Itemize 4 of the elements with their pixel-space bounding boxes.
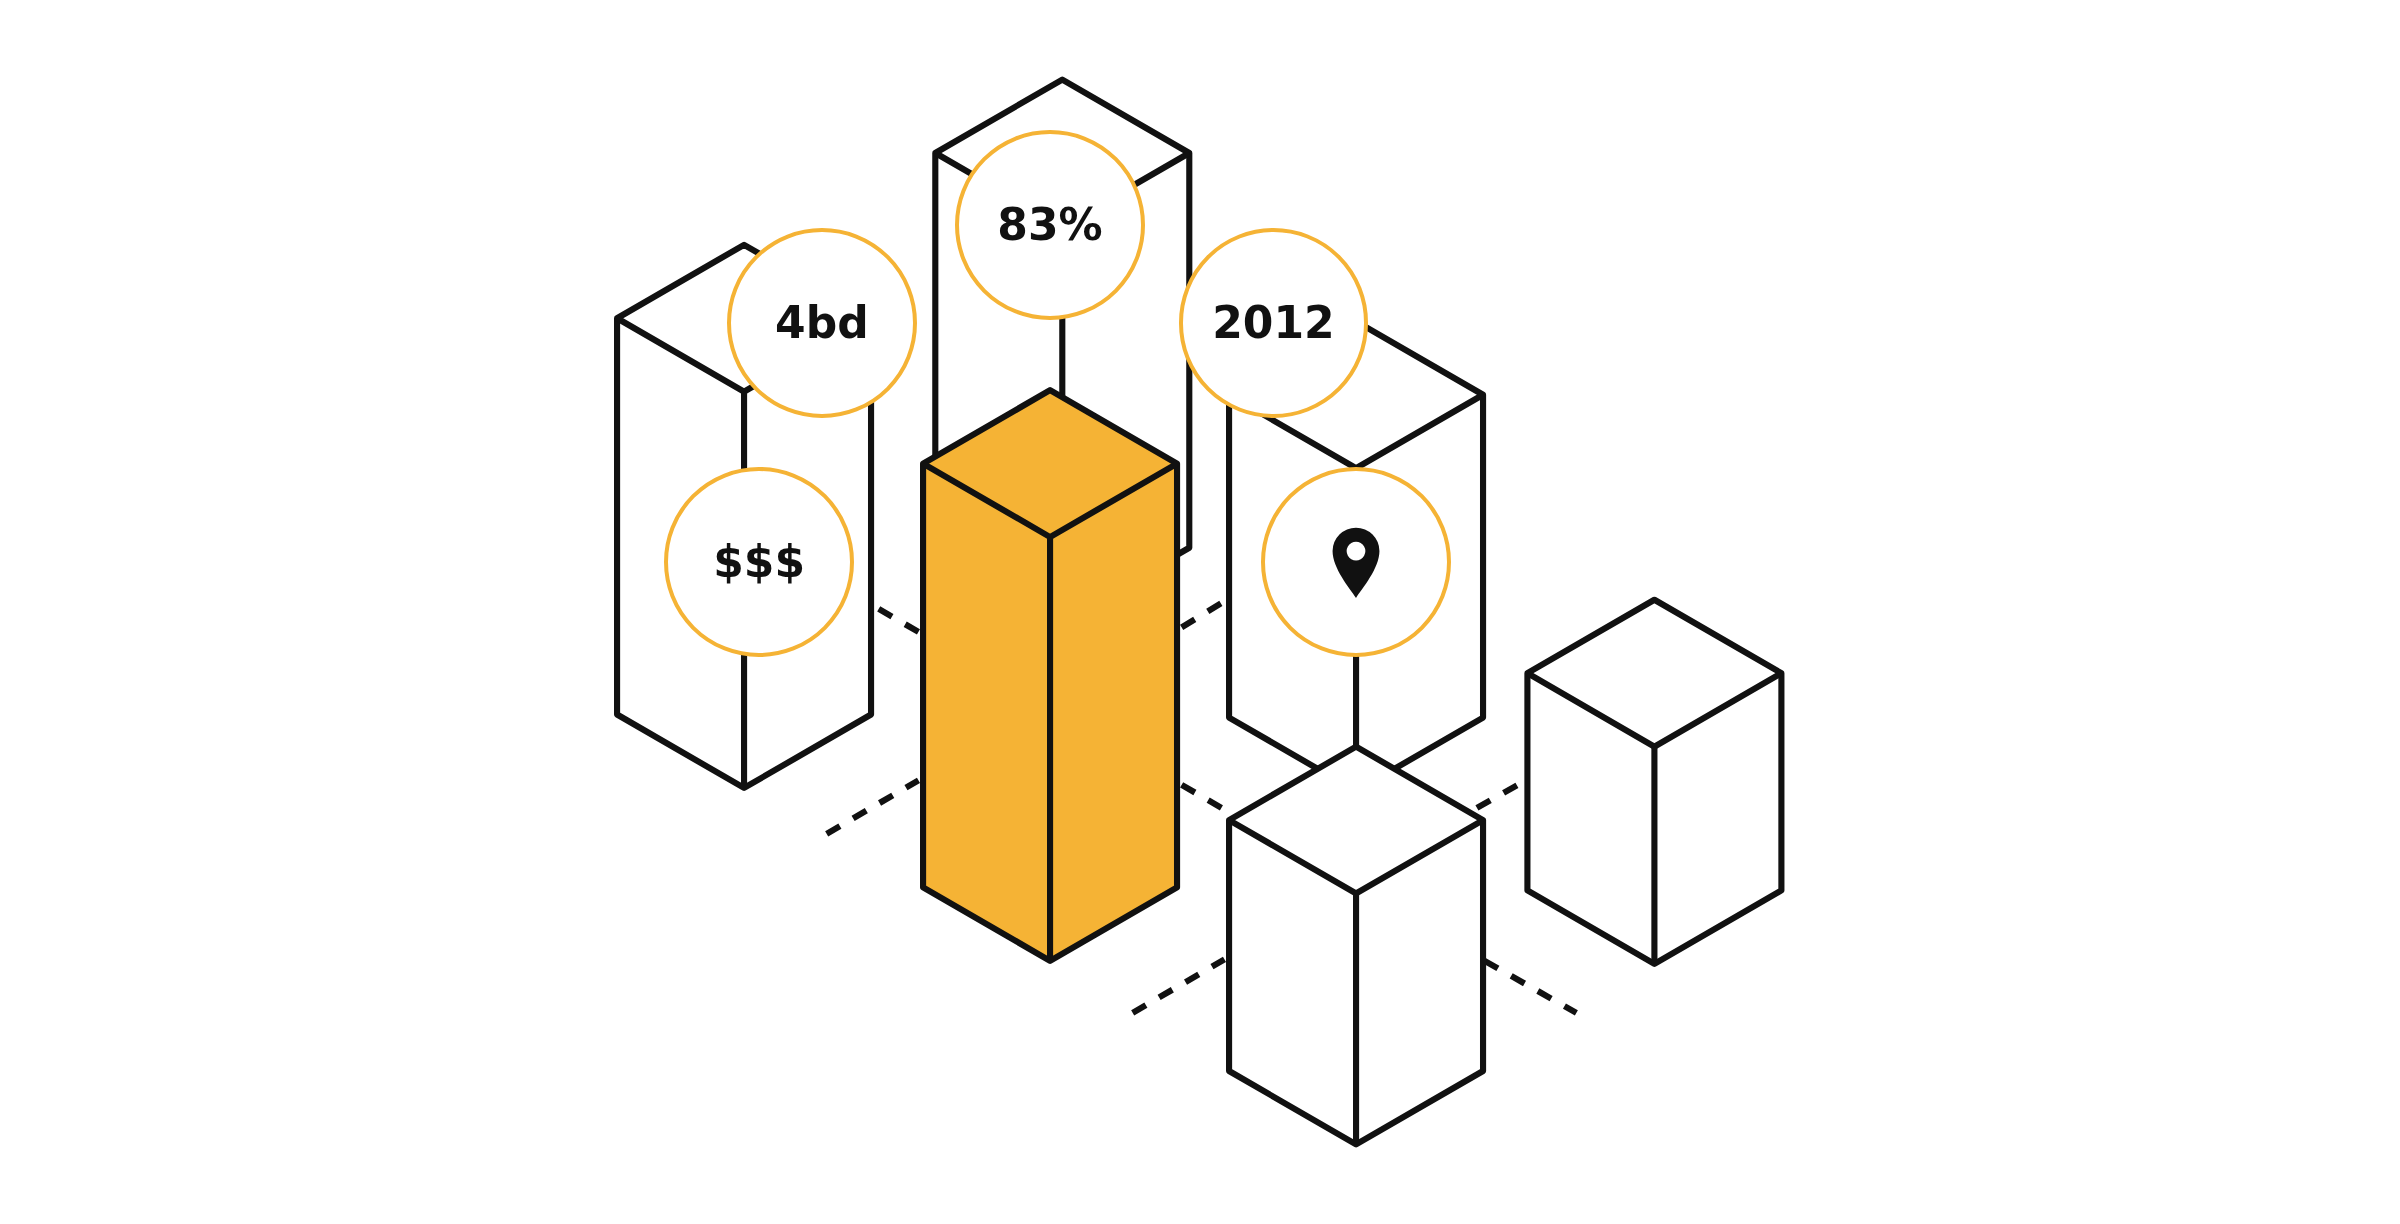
badge-text: 83% <box>997 199 1103 251</box>
badge-text: 2012 <box>1212 297 1335 349</box>
badge-text: 4bd <box>775 297 869 349</box>
badge-text: $$$ <box>713 536 806 588</box>
